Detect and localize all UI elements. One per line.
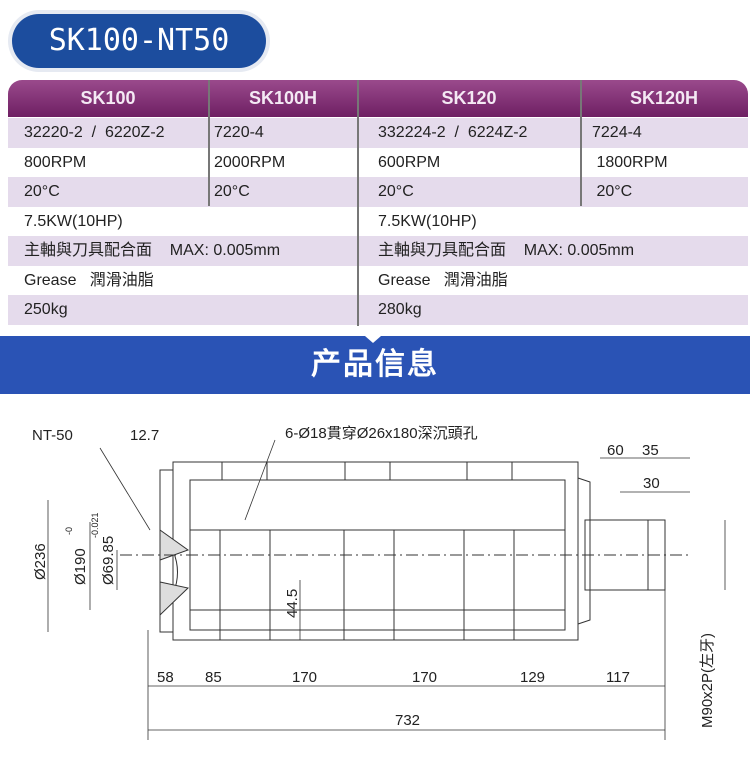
banner-notch	[365, 336, 381, 343]
label-732: 732	[395, 712, 420, 729]
dimension-lines	[47, 439, 726, 740]
label-190: Ø190	[72, 548, 89, 585]
label-12-7: 12.7	[130, 427, 159, 444]
divider	[580, 80, 582, 206]
cell: 332224-2 / 6224Z-2	[378, 124, 528, 141]
cell: 7224-4	[592, 124, 642, 141]
cell: 2000RPM	[214, 153, 286, 171]
label-60: 60	[607, 442, 624, 459]
header-sk100: SK100	[80, 88, 136, 108]
cell: Grease 潤滑油脂	[378, 271, 508, 289]
label-129: 129	[520, 669, 545, 686]
header-sk120: SK120	[441, 88, 497, 108]
label-69-85: Ø69.85	[100, 536, 117, 585]
spindle-drawing: NT-50 12.7 6-Ø18貫穿Ø26x180深沉頭孔 60 35 30 Ø…	[32, 425, 726, 740]
dimension-labels: NT-50 12.7 6-Ø18貫穿Ø26x180深沉頭孔 60 35 30 Ø…	[32, 425, 716, 729]
cell: 250kg	[24, 301, 68, 318]
product-info-banner: 产品信息	[0, 336, 750, 394]
title-pill: SK100-NT50	[8, 10, 270, 72]
cell: 主軸與刀具配合面 MAX: 0.005mm	[378, 242, 635, 259]
label-117: 117	[606, 669, 630, 686]
page-title: SK100-NT50	[12, 14, 266, 68]
cell: 20°C	[214, 183, 250, 200]
label-170b: 170	[412, 669, 437, 686]
label-44-5: 44.5	[284, 589, 301, 618]
label-nt50: NT-50	[32, 427, 73, 444]
table-row: 250kg 280kg	[8, 295, 748, 325]
header-sk100h: SK100H	[248, 88, 318, 108]
table-row: Grease 潤滑油脂 Grease 潤滑油脂	[8, 266, 748, 296]
cell: 800RPM	[24, 153, 87, 171]
table-header: SK100 SK100H SK120 SK120H	[8, 80, 748, 117]
cell: 280kg	[378, 301, 422, 318]
header-sk120h: SK120H	[629, 88, 699, 108]
cell: 1800RPM	[592, 153, 668, 171]
cell: 20°C	[24, 183, 60, 200]
cell: 20°C	[592, 183, 633, 200]
divider	[208, 80, 210, 206]
label-170a: 170	[292, 669, 317, 686]
table-row: 7.5KW(10HP) 7.5KW(10HP)	[8, 207, 748, 237]
divider	[357, 80, 359, 326]
table-row: 20°C 20°C 20°C 20°C	[8, 177, 748, 207]
label-85: 85	[205, 669, 222, 686]
cell: Grease 潤滑油脂	[24, 271, 154, 289]
label-190-tol-upper: -0	[64, 527, 74, 535]
label-30: 30	[643, 475, 660, 492]
label-35: 35	[642, 442, 659, 459]
table-row: 主軸與刀具配合面 MAX: 0.005mm 主軸與刀具配合面 MAX: 0.00…	[8, 236, 748, 266]
table-row: 32220-2 / 6220Z-2 7220-4 332224-2 / 6224…	[8, 118, 748, 148]
cell: 7.5KW(10HP)	[24, 212, 123, 230]
label-236: Ø236	[32, 543, 49, 580]
label-holes: 6-Ø18貫穿Ø26x180深沉頭孔	[285, 425, 478, 442]
label-thread: M90x2P(左牙)	[699, 633, 716, 728]
label-58: 58	[157, 669, 174, 686]
spec-table: SK100 SK100H SK120 SK120H 32220-2 / 6220…	[8, 80, 748, 326]
cell: 32220-2 / 6220Z-2	[24, 124, 165, 141]
cell: 7220-4	[214, 124, 264, 141]
cell: 7.5KW(10HP)	[378, 212, 477, 230]
table-row: 800RPM 2000RPM 600RPM 1800RPM	[8, 148, 748, 178]
cell: 20°C	[378, 183, 414, 200]
label-190-tol-lower: -0.021	[90, 512, 100, 538]
cell: 主軸與刀具配合面 MAX: 0.005mm	[24, 242, 281, 259]
cell: 600RPM	[378, 153, 441, 171]
spindle-body	[120, 461, 690, 641]
